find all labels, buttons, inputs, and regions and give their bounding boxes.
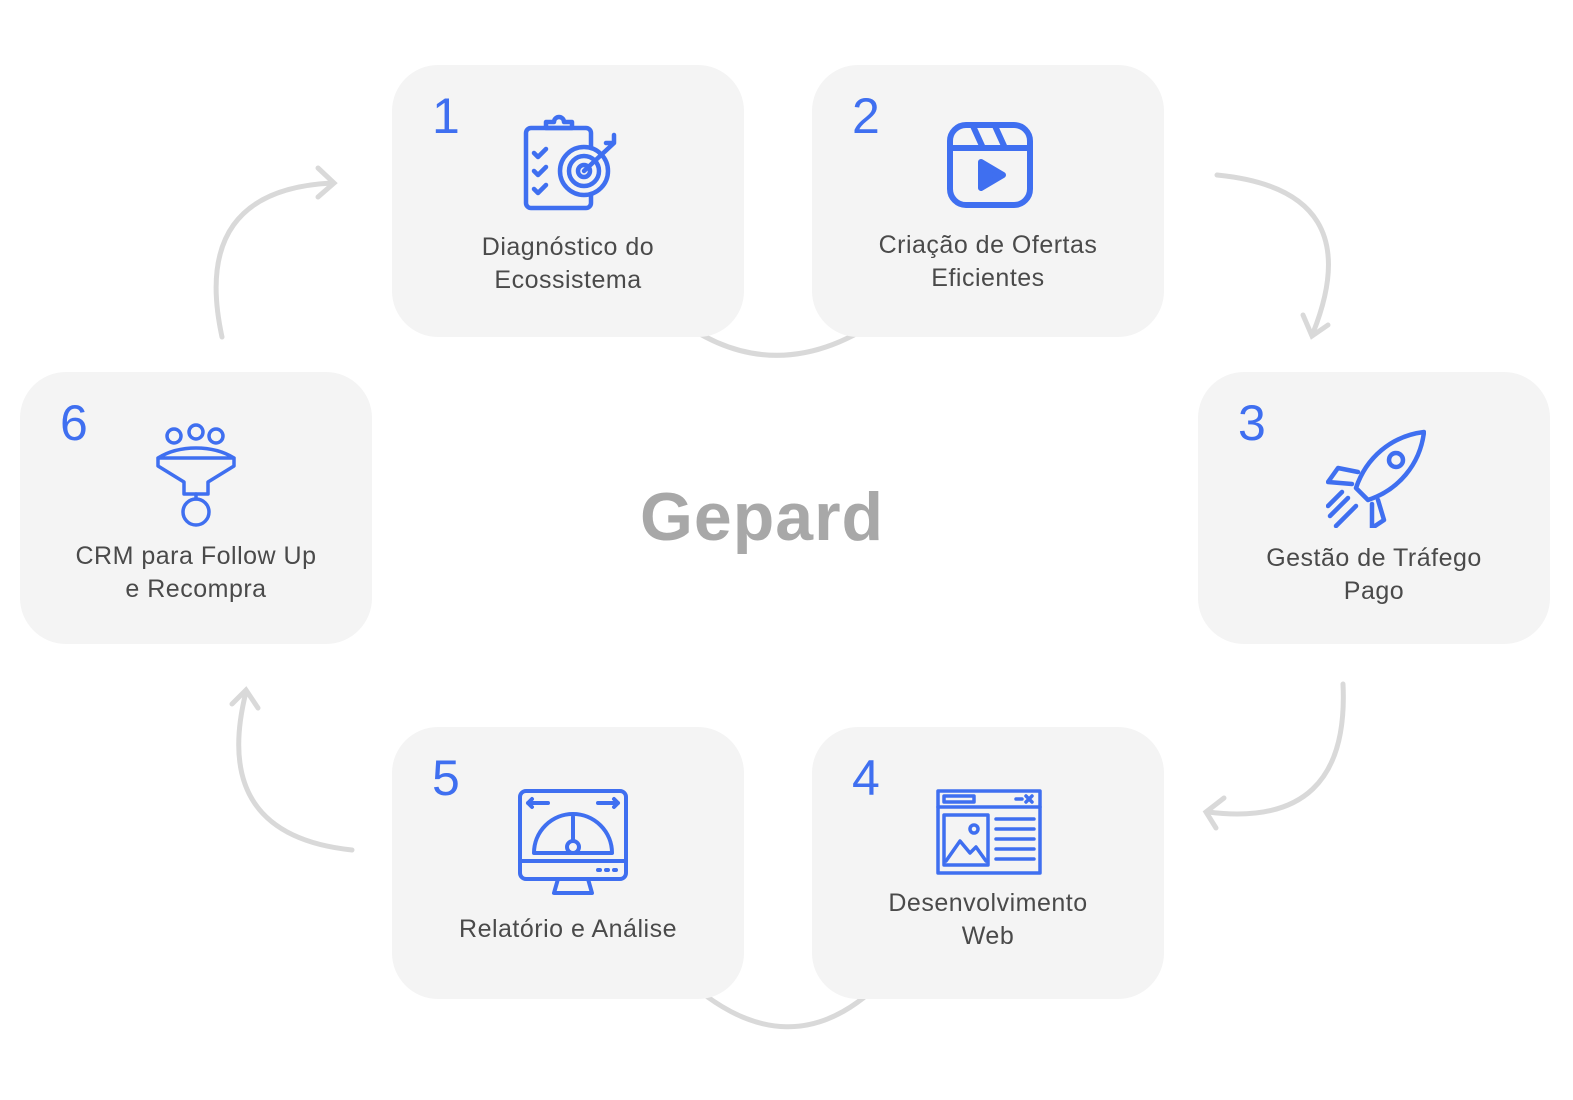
arrow-head (315, 165, 338, 200)
label-line: Relatório e Análise (459, 915, 677, 943)
step-card-3: 3 Gestão de Tráfego Pago (1198, 372, 1550, 644)
arrow-6-to-1 (213, 180, 335, 340)
step-label: Desenvolvimento Web (812, 887, 1164, 953)
step-number: 5 (432, 750, 460, 806)
arrow-2-to-3 (1214, 172, 1331, 336)
arrow-head (229, 686, 261, 711)
arrow-3-to-4 (1205, 681, 1346, 817)
step-label: CRM para Follow Up e Recompra (20, 540, 372, 606)
step-label: Diagnóstico do Ecossistema (392, 231, 744, 297)
step-label: Gestão de Tráfego Pago (1198, 542, 1550, 608)
step-card-4: 4 Desenvolvimento Web (812, 727, 1164, 999)
label-line: e Recompra (125, 575, 267, 603)
arrow-5-to-6 (236, 689, 355, 853)
label-line: Ecossistema (494, 266, 642, 294)
rocket-icon (1325, 428, 1427, 531)
label-line: Pago (1343, 577, 1405, 605)
step-number: 1 (432, 88, 460, 144)
sales-funnel-icon (154, 422, 238, 528)
label-line: Criação de Ofertas (878, 231, 1098, 259)
step-card-6: 6 CRM para Follow Up e Recompra (20, 372, 372, 644)
video-clapper-icon (945, 120, 1035, 210)
gepard-logo: Gepard (640, 479, 885, 555)
label-line: Diagnóstico do (481, 233, 655, 261)
label-line: Web (961, 922, 1015, 950)
step-number: 6 (60, 395, 88, 451)
arrow-head (1202, 795, 1227, 831)
label-line: Gestão de Tráfego (1266, 544, 1482, 572)
step-number: 2 (852, 88, 880, 144)
label-line: Desenvolvimento (888, 889, 1088, 917)
label-line: Eficientes (931, 264, 1045, 292)
step-card-1: 1 Diagnóstico do Ecossistema (392, 65, 744, 337)
gauge-monitor-icon (518, 789, 628, 897)
step-label: Criação de Ofertas Eficientes (812, 229, 1164, 295)
step-label: Relatório e Análise (392, 913, 744, 946)
webpage-layout-icon (936, 789, 1042, 875)
step-number: 3 (1238, 395, 1266, 451)
step-number: 4 (852, 750, 880, 806)
step-card-2: 2 Criação de Ofertas Eficientes (812, 65, 1164, 337)
label-line: CRM para Follow Up (75, 542, 317, 570)
clipboard-target-icon (518, 113, 618, 213)
arrow-head (1300, 312, 1331, 340)
step-card-5: 5 Relatório e Análise (392, 727, 744, 999)
